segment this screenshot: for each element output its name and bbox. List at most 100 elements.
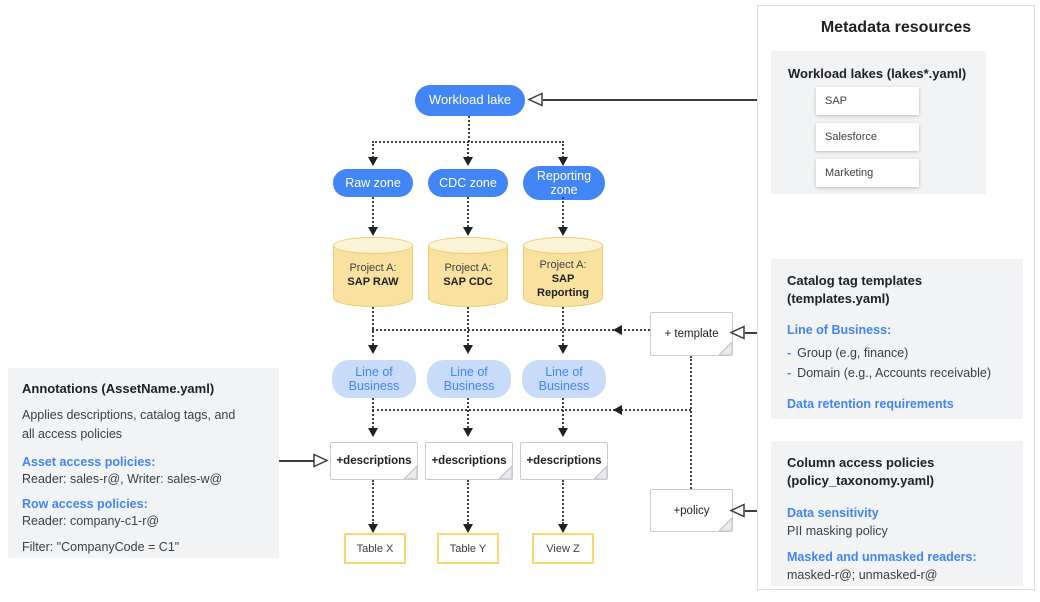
- annotations-body-line: Applies descriptions, catalog tags, and: [22, 408, 236, 422]
- folded-corner-icon: [594, 466, 607, 479]
- arrowhead-down-icon: [558, 227, 568, 236]
- connector: [372, 141, 374, 158]
- connector: [372, 398, 374, 428]
- arrowhead-down-icon: [368, 345, 378, 354]
- folded-corner-icon: [719, 518, 732, 531]
- open-arrowhead-left-icon: [729, 325, 745, 340]
- arrowhead-down-icon: [368, 428, 378, 437]
- asset-access-heading: Asset access policies:: [22, 455, 156, 469]
- catalog-templates-title: Catalog tag templates: [787, 273, 923, 288]
- connector: [468, 116, 470, 142]
- annotations-title: Annotations (AssetName.yaml): [22, 381, 215, 396]
- reporting-zone-node: Reporting zone: [523, 166, 605, 200]
- connector: [372, 307, 374, 345]
- cylinder-top: [523, 237, 603, 254]
- template-apply-line: [372, 329, 650, 331]
- arrowhead-down-icon: [368, 227, 378, 236]
- annotations-to-descriptions-line: [279, 460, 319, 462]
- policy-note: +policy: [650, 489, 733, 532]
- catalog-templates-section: Catalog tag templates (templates.yaml) L…: [771, 259, 1023, 419]
- table-y-node: Table Y: [437, 533, 499, 564]
- lake-card-sap: SAP: [816, 87, 919, 115]
- annotations-panel: Annotations (AssetName.yaml) Applies des…: [8, 368, 279, 558]
- catalog-templates-title-line2: (templates.yaml): [787, 291, 890, 306]
- arrowhead-down-icon: [463, 227, 473, 236]
- column-policies-title-line2: (policy_taxonomy.yaml): [787, 473, 935, 488]
- folded-corner-icon: [719, 342, 732, 355]
- arrowhead-down-icon: [463, 345, 473, 354]
- project-prefix: Project A:: [444, 262, 492, 274]
- template-note: + template: [650, 312, 733, 356]
- cylinder-body: [428, 245, 508, 307]
- arrowhead-down-icon: [558, 157, 568, 166]
- connector: [562, 197, 564, 227]
- arrowhead-left-icon: [613, 325, 622, 335]
- arrowhead-down-icon: [558, 428, 568, 437]
- bullet-dash-icon: -: [787, 346, 792, 360]
- asset-access-value: Reader: sales-r@, Writer: sales-w@: [22, 472, 223, 486]
- readers-value: masked-r@; unmasked-r@: [787, 568, 938, 582]
- bullet-dash-icon: -: [787, 366, 792, 380]
- connector: [562, 398, 564, 428]
- project-sap-reporting-database: Project A: SAP Reporting: [523, 237, 603, 307]
- arrowhead-down-icon: [463, 157, 473, 166]
- connector: [467, 398, 469, 428]
- template-apply-line: [372, 409, 691, 411]
- metadata-panel-title: Metadata resources: [820, 19, 972, 36]
- data-sensitivity-heading: Data sensitivity: [787, 506, 879, 520]
- filter-value: Filter: "CompanyCode = C1": [22, 540, 180, 554]
- folded-corner-icon: [499, 466, 512, 479]
- lob-tag-node: Line of Business: [332, 360, 416, 398]
- cdc-zone-node: CDC zone: [428, 169, 508, 197]
- row-access-heading: Row access policies:: [22, 497, 148, 511]
- lob-tag-node: Line of Business: [522, 360, 606, 398]
- descriptions-label: +descriptions: [336, 455, 412, 467]
- descriptions-note: +descriptions: [330, 442, 418, 480]
- lob-heading: Line of Business:: [787, 323, 892, 337]
- connector: [562, 141, 564, 158]
- project-name: SAP CDC: [443, 276, 493, 288]
- connector: [562, 307, 564, 345]
- policy-label: +policy: [673, 504, 710, 517]
- sap-to-lake-line: [543, 99, 815, 101]
- row-access-value: Reader: company-c1-r@: [22, 514, 160, 528]
- connector: [467, 480, 469, 524]
- workload-lake-node: Workload lake: [415, 85, 525, 116]
- template-label: + template: [664, 328, 719, 340]
- connector: [467, 197, 469, 227]
- connector: [562, 480, 564, 524]
- arrowhead-down-icon: [463, 428, 473, 437]
- arrowhead-down-icon: [368, 157, 378, 166]
- open-arrowhead-left-icon: [729, 503, 745, 518]
- view-z-node: View Z: [532, 533, 594, 564]
- annotations-body-line: all access policies: [22, 427, 123, 441]
- descriptions-label: +descriptions: [526, 455, 602, 467]
- project-sap-cdc-database: Project A: SAP CDC: [428, 237, 508, 307]
- project-sap-raw-database: Project A: SAP RAW: [333, 237, 413, 307]
- template-to-policy-line: [690, 356, 692, 489]
- arrowhead-down-icon: [368, 524, 378, 533]
- arrowhead-down-icon: [558, 524, 568, 533]
- project-prefix: Project A:: [349, 262, 397, 274]
- column-policies-title: Column access policies: [787, 455, 935, 470]
- open-arrowhead-left-icon: [527, 92, 543, 107]
- arrowhead-down-icon: [558, 345, 568, 354]
- data-sensitivity-value: PII masking policy: [787, 524, 888, 538]
- descriptions-note: +descriptions: [425, 442, 513, 480]
- folded-corner-icon: [404, 466, 417, 479]
- bullet-domain: Domain (e.g., Accounts receivable): [797, 366, 992, 380]
- lake-card-marketing: Marketing: [816, 159, 919, 187]
- workload-lakes-title: Workload lakes (lakes*.yaml): [788, 66, 967, 81]
- connector: [372, 197, 374, 227]
- metadata-resources-panel: Metadata resources Workload lakes (lakes…: [757, 5, 1035, 590]
- table-x-node: Table X: [344, 533, 406, 564]
- arrowhead-down-icon: [463, 524, 473, 533]
- open-arrowhead-right-icon: [313, 453, 329, 468]
- bullet-group: Group (e.g, finance): [797, 346, 909, 360]
- readers-heading: Masked and unmasked readers:: [787, 550, 977, 564]
- project-prefix: Project A:: [539, 259, 587, 271]
- lob-tag-node: Line of Business: [427, 360, 511, 398]
- column-policies-section: Column access policies (policy_taxonomy.…: [771, 441, 1023, 586]
- connector: [467, 307, 469, 345]
